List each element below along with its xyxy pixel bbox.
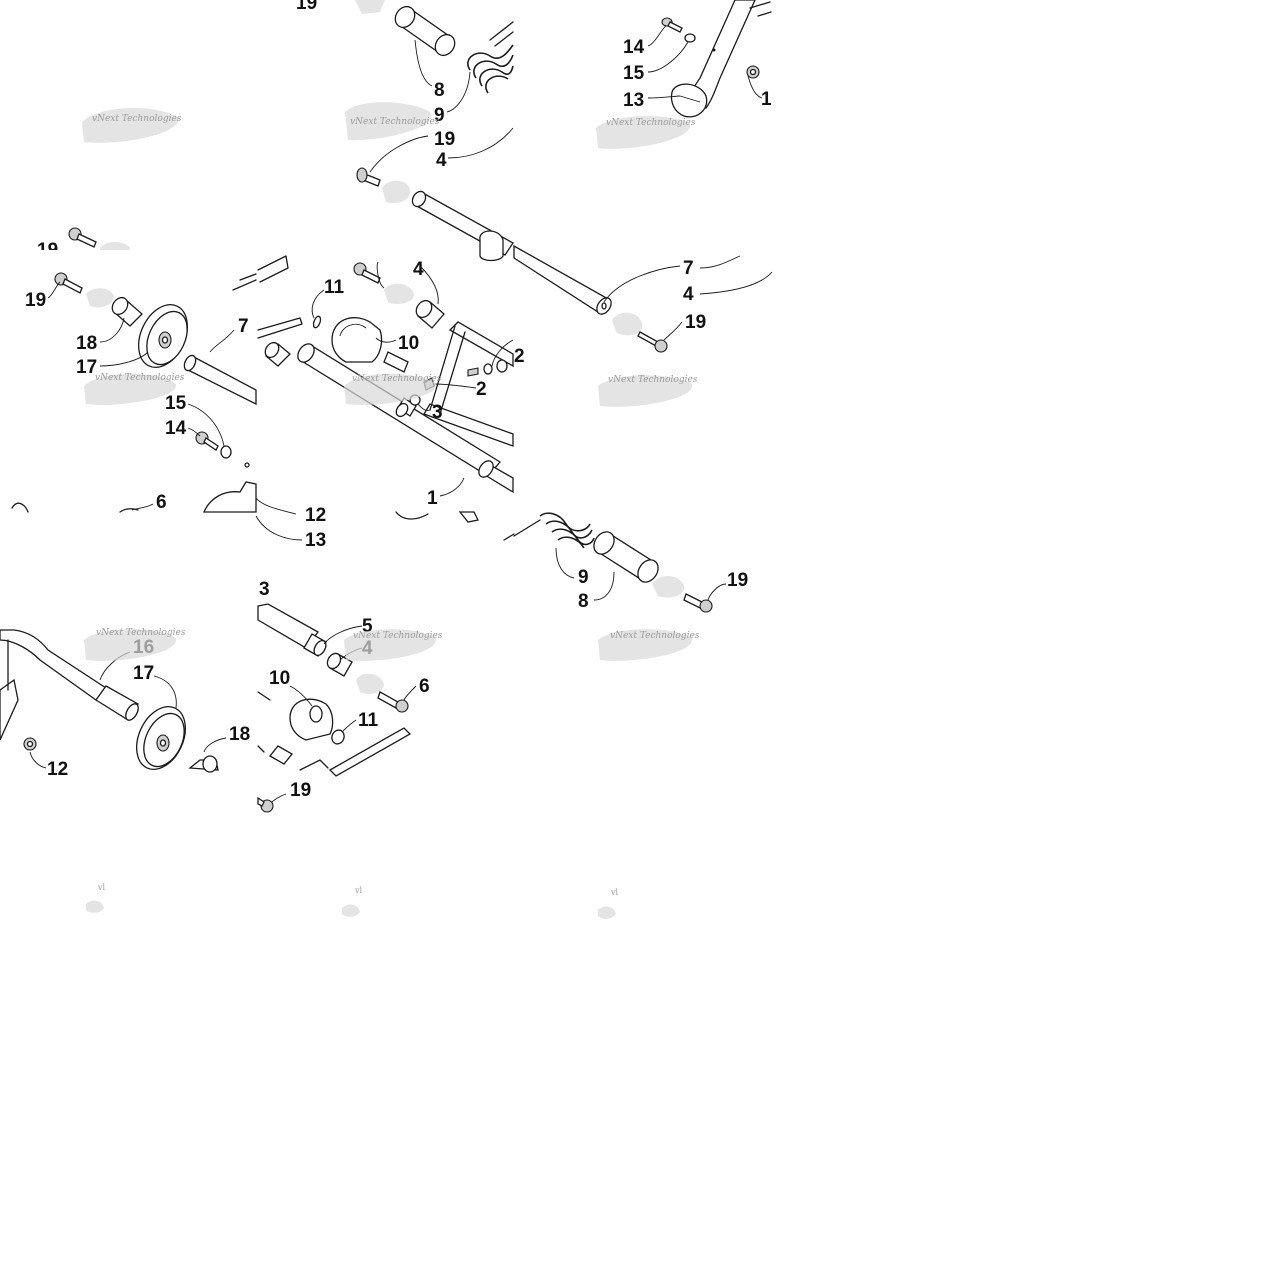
bolt-part-19 bbox=[356, 167, 381, 187]
callout-7: 7 bbox=[683, 258, 694, 279]
idler-wheel-part-17 bbox=[138, 304, 188, 368]
tile-bottom-left: 16 17 18 12 vNext Technologies bbox=[0, 628, 250, 780]
callout-4: 4 bbox=[413, 259, 424, 280]
callout-12: 12 bbox=[47, 759, 68, 780]
bumper-block-part-10 bbox=[331, 317, 383, 363]
torsion-spring-part-9 bbox=[467, 21, 514, 94]
tile-top-left: vNext Technologies bbox=[82, 107, 182, 143]
washer-blob bbox=[382, 180, 411, 204]
callout-19: 19 bbox=[25, 290, 46, 311]
watermark-stub: vl bbox=[610, 888, 619, 897]
tile-center: 4 11 10 2 2 3 1 vNext Technologies bbox=[257, 255, 525, 523]
bolt-part-19 bbox=[637, 331, 668, 353]
arm-part-13 bbox=[670, 0, 772, 118]
callout-4: 4 bbox=[683, 284, 694, 305]
cross-member bbox=[383, 321, 514, 447]
callout-19-bottom: 19 bbox=[727, 570, 748, 591]
watermark-stub: vl bbox=[354, 886, 363, 895]
callout-11: 11 bbox=[324, 277, 345, 298]
tile-mid-right: 7 4 19 9 8 19 vNext Technologies vNext T… bbox=[503, 244, 773, 661]
watermark-text: vNext Technologies bbox=[350, 117, 440, 127]
tile-top-mid: 19 8 9 19 4 vNext Technologies bbox=[296, 0, 514, 262]
watermark-text: vNext Technologies bbox=[92, 114, 182, 124]
watermark-text: vNext Technologies bbox=[610, 631, 700, 641]
collar-part bbox=[479, 230, 504, 262]
watermark-text: vNext Technologies bbox=[608, 375, 698, 385]
callout-14: 14 bbox=[165, 418, 187, 439]
snap-ring-part-11 bbox=[312, 315, 322, 329]
callout-3: 3 bbox=[259, 579, 270, 600]
callout-15: 15 bbox=[165, 393, 187, 414]
bushing-part bbox=[264, 341, 291, 367]
tile-bottom-mid: 3 5 4 6 10 11 19 vNext Technologies bbox=[257, 579, 443, 813]
callout-4: 4 bbox=[436, 150, 447, 171]
callout-19: 19 bbox=[434, 129, 455, 150]
callout-17: 17 bbox=[133, 663, 154, 684]
bolt-part-19 bbox=[257, 796, 274, 813]
bolt-part-19 bbox=[54, 272, 83, 294]
washer-part-15 bbox=[684, 33, 696, 43]
callout-5: 5 bbox=[362, 616, 373, 637]
callout-9: 9 bbox=[434, 105, 445, 126]
callout-18: 18 bbox=[229, 724, 250, 745]
callout-10: 10 bbox=[398, 333, 419, 354]
watermark-stub: vl bbox=[97, 883, 106, 892]
bolt-part-6 bbox=[377, 691, 409, 713]
callout-2: 2 bbox=[476, 379, 487, 400]
callout-19-top: 19 bbox=[296, 0, 317, 14]
callout-8: 8 bbox=[434, 80, 445, 101]
arm-part-16 bbox=[0, 629, 107, 741]
snap-ring-part-11 bbox=[331, 729, 345, 745]
bolt-part-19 bbox=[683, 593, 713, 613]
axle-part-7 bbox=[183, 354, 257, 406]
nut-part-12 bbox=[23, 737, 37, 751]
nut-part bbox=[746, 65, 760, 79]
watermark-text: vNext Technologies bbox=[352, 374, 442, 384]
spacer-part-4 bbox=[415, 299, 445, 329]
callout-9: 9 bbox=[578, 567, 589, 588]
bolt-part-19-upper bbox=[68, 227, 97, 248]
tile-mid-left: 19 bbox=[0, 227, 326, 551]
bolt-part bbox=[353, 262, 381, 284]
callout-6: 6 bbox=[419, 676, 430, 697]
callout-8: 8 bbox=[578, 591, 589, 612]
callout-13: 13 bbox=[305, 530, 326, 551]
tile-top-right: 14 15 13 1 vNext Technologies bbox=[596, 0, 772, 149]
tube-part-5 bbox=[257, 603, 327, 657]
callout-17: 17 bbox=[76, 357, 97, 378]
callout-14: 14 bbox=[623, 37, 645, 58]
washer-part-15 bbox=[220, 445, 232, 459]
callout-18: 18 bbox=[76, 333, 97, 354]
callout-1: 1 bbox=[427, 488, 438, 509]
spacer-part-8 bbox=[593, 531, 659, 583]
callout-7: 7 bbox=[238, 316, 249, 337]
callout-15: 15 bbox=[623, 63, 645, 84]
watermark-stubs: vl vl vl bbox=[86, 883, 619, 919]
callout-12: 12 bbox=[305, 505, 326, 526]
callout-3: 3 bbox=[432, 402, 443, 423]
watermark-text: vNext Technologies bbox=[353, 631, 443, 641]
spacer-part-8 bbox=[394, 5, 456, 57]
callout-2-right: 2 bbox=[514, 346, 525, 367]
idler-wheel-part-17 bbox=[136, 706, 186, 770]
callout-1: 1 bbox=[761, 89, 772, 110]
callout-13: 13 bbox=[623, 90, 644, 111]
watermark-text: vNext Technologies bbox=[96, 628, 186, 638]
callout-19: 19 bbox=[290, 780, 311, 801]
shaft-part-7 bbox=[513, 244, 612, 315]
shaft-part-16 bbox=[95, 685, 139, 721]
spacer-part-18 bbox=[111, 296, 143, 327]
callout-11: 11 bbox=[358, 710, 379, 731]
callout-19: 19 bbox=[685, 312, 706, 333]
callout-10: 10 bbox=[269, 668, 290, 689]
torsion-spring-part-9 bbox=[503, 512, 595, 549]
watermark-text: vNext Technologies bbox=[606, 118, 696, 128]
bolt-part-14 bbox=[661, 17, 683, 33]
callout-6: 6 bbox=[156, 492, 167, 513]
bumper-block-part-10 bbox=[289, 698, 334, 741]
watermark-text: vNext Technologies bbox=[95, 373, 185, 383]
